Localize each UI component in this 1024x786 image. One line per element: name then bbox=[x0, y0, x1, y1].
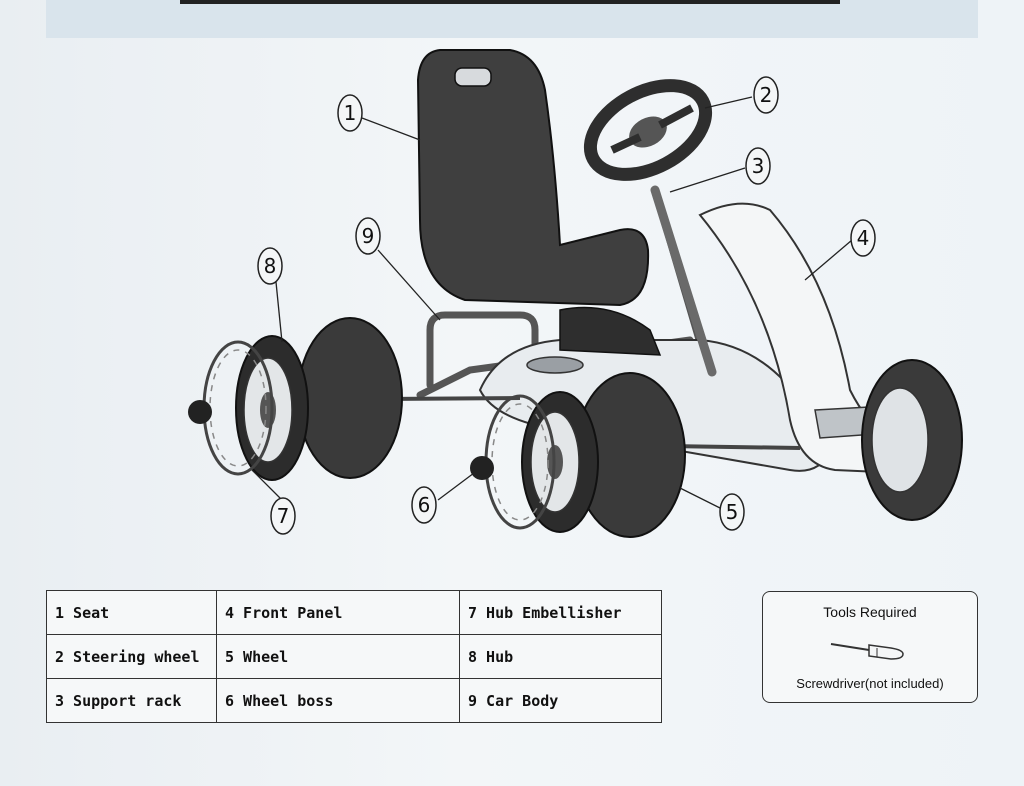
callout-3: 3 bbox=[745, 147, 771, 185]
svg-text:2: 2 bbox=[760, 83, 773, 107]
svg-text:7: 7 bbox=[277, 504, 290, 528]
parts-list-table: 1 Seat 4 Front Panel 7 Hub Embellisher 2… bbox=[46, 590, 662, 723]
top-band bbox=[46, 0, 978, 38]
screwdriver-icon bbox=[830, 643, 904, 660]
wheel-boss-right bbox=[470, 456, 494, 480]
tools-required-title: Tools Required bbox=[823, 604, 917, 620]
part-cell: 8 Hub bbox=[459, 634, 662, 679]
front-wheel bbox=[861, 359, 963, 521]
callout-5: 5 bbox=[719, 493, 745, 531]
part-cell: 7 Hub Embellisher bbox=[459, 590, 662, 635]
callout-2: 2 bbox=[753, 76, 779, 114]
svg-text:5: 5 bbox=[726, 500, 739, 524]
part-cell: 3 Support rack bbox=[46, 678, 217, 723]
leader-lines bbox=[251, 96, 853, 509]
table-row: 1 Seat 4 Front Panel 7 Hub Embellisher bbox=[46, 590, 662, 635]
part-cell: 1 Seat bbox=[46, 590, 217, 635]
callout-4: 4 bbox=[850, 219, 876, 257]
svg-text:1: 1 bbox=[344, 101, 357, 125]
rear-right-wheel bbox=[521, 372, 686, 538]
go-kart-exploded-diagram: 1 2 3 4 5 6 7 8 9 bbox=[188, 49, 963, 538]
callout-9: 9 bbox=[355, 217, 381, 255]
top-rule bbox=[180, 0, 840, 4]
callout-8: 8 bbox=[257, 247, 283, 285]
support-rack bbox=[650, 185, 717, 377]
svg-text:4: 4 bbox=[857, 226, 870, 250]
part-cell: 5 Wheel bbox=[216, 634, 460, 679]
seat bbox=[416, 49, 662, 356]
table-row: 3 Support rack 6 Wheel boss 9 Car Body bbox=[46, 678, 662, 723]
callout-7: 7 bbox=[270, 497, 296, 535]
screwdriver-caption: Screwdriver(not included) bbox=[796, 676, 944, 691]
callout-6: 6 bbox=[411, 486, 437, 524]
svg-text:3: 3 bbox=[752, 154, 765, 178]
part-cell: 2 Steering wheel bbox=[46, 634, 217, 679]
steering-wheel bbox=[583, 79, 713, 181]
tools-required-box: Tools Required Screwdriver(not included) bbox=[762, 591, 978, 703]
svg-text:9: 9 bbox=[362, 224, 375, 248]
table-row: 2 Steering wheel 5 Wheel 8 Hub bbox=[46, 634, 662, 679]
svg-text:8: 8 bbox=[264, 254, 277, 278]
part-cell: 4 Front Panel bbox=[216, 590, 460, 635]
part-cell: 6 Wheel boss bbox=[216, 678, 460, 723]
part-cell: 9 Car Body bbox=[459, 678, 662, 723]
svg-text:6: 6 bbox=[418, 493, 431, 517]
wheel-boss-left bbox=[188, 400, 212, 424]
callout-1: 1 bbox=[337, 94, 363, 132]
